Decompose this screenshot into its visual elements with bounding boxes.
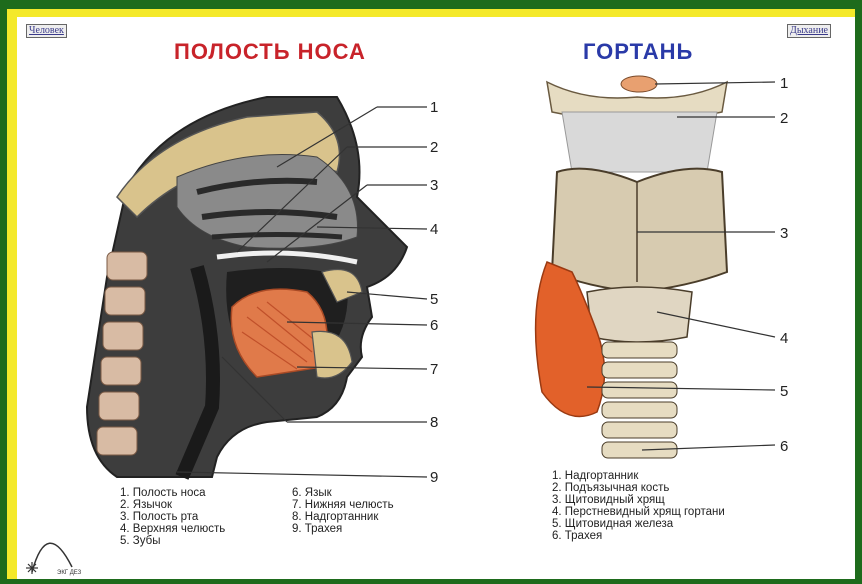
nasal-cavity-illustration: 1 2 3 4 5 6 7 8 9 (17, 77, 477, 537)
left-number-label: 5 (430, 291, 438, 308)
legend-item: 4. Верхняя челюсть (120, 523, 225, 535)
left-number-label: 1 (430, 99, 438, 116)
right-number-label: 1 (780, 75, 788, 92)
legend-item: 1. Надгортанник (552, 470, 725, 482)
legend-item: 4. Перстневидный хрящ гортани (552, 506, 725, 518)
legend-item: 6. Трахея (552, 530, 725, 542)
larynx-illustration: 1 2 3 4 5 6 (527, 72, 827, 472)
left-number-label: 6 (430, 317, 438, 334)
legend-item: 5. Зубы (120, 535, 225, 547)
legend-item: 7. Нижняя челюсть (292, 499, 394, 511)
legend-item: 2. Подъязычная кость (552, 482, 725, 494)
right-number-label: 2 (780, 110, 788, 127)
left-number-label: 9 (430, 469, 438, 486)
legend-item: 3. Щитовидный хрящ (552, 494, 725, 506)
thyroid-cartilage (552, 169, 727, 292)
left-number-label: 2 (430, 139, 438, 156)
nasal-legend-col2: 6. Язык 7. Нижняя челюсть 8. Надгортанни… (292, 487, 394, 535)
left-number-label: 8 (430, 414, 438, 431)
legend-item: 1. Полость носа (120, 487, 225, 499)
left-number-label: 3 (430, 177, 438, 194)
larynx-title: ГОРТАНЬ (583, 39, 693, 65)
left-number-label: 7 (430, 361, 438, 378)
thyrohyoid-membrane (562, 112, 717, 172)
turbinate-3 (212, 235, 342, 238)
left-numbers: 1 2 3 4 5 6 7 8 9 (430, 99, 438, 486)
right-number-label: 4 (780, 330, 788, 347)
legend-item: 3. Полость рта (120, 511, 225, 523)
legend-item: 9. Трахея (292, 523, 394, 535)
right-number-label: 3 (780, 225, 788, 242)
publisher-logo-text: ЭКГ ДЕЗ (57, 570, 81, 576)
trachea (602, 342, 677, 458)
cricoid-cartilage (587, 287, 692, 342)
nasal-cavity-title: ПОЛОСТЬ НОСА (174, 39, 366, 65)
larynx-legend: 1. Надгортанник 2. Подъязычная кость 3. … (552, 470, 725, 542)
nav-back-button[interactable]: Человек (26, 24, 67, 38)
nasal-legend-col1: 1. Полость носа 2. Язычок 3. Полость рта… (120, 487, 225, 547)
right-number-label: 6 (780, 438, 788, 455)
right-number-label: 5 (780, 383, 788, 400)
nav-next-button[interactable]: Дыхание (787, 24, 831, 38)
epiglottis-tip (621, 76, 657, 92)
content-panel: Человек Дыхание ПОЛОСТЬ НОСА ГОРТАНЬ (17, 17, 855, 579)
publisher-logo-icon (22, 522, 92, 577)
legend-item: 5. Щитовидная железа (552, 518, 725, 530)
legend-item: 8. Надгортанник (292, 511, 394, 523)
left-number-label: 4 (430, 221, 438, 238)
legend-item: 2. Язычок (120, 499, 225, 511)
right-numbers: 1 2 3 4 5 6 (780, 75, 788, 455)
legend-item: 6. Язык (292, 487, 394, 499)
